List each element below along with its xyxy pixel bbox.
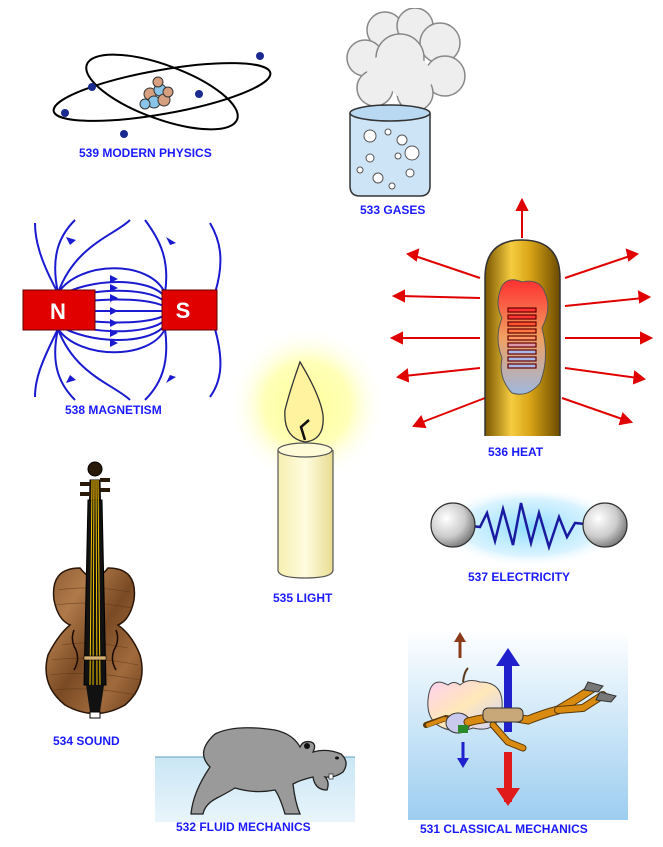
electrode-left xyxy=(430,502,476,548)
f-hole-icon xyxy=(111,629,119,671)
magnet-south-label: S xyxy=(176,298,191,323)
magnet-north-label: N xyxy=(50,299,66,324)
weight-arrow-icon xyxy=(496,752,520,806)
topic-label-sound[interactable]: 534 SOUND xyxy=(53,734,120,748)
apple-stem xyxy=(462,667,469,683)
violin-fingerboard xyxy=(83,499,107,686)
lift-arrow-icon xyxy=(496,648,520,732)
topic-label-modern-physics[interactable]: 539 MODERN PHYSICS xyxy=(79,146,212,160)
electron xyxy=(256,52,264,60)
candle-wick xyxy=(299,419,310,441)
atom-orbit xyxy=(85,53,239,131)
electron xyxy=(88,83,96,91)
topic-label-electricity[interactable]: 537 ELECTRICITY xyxy=(468,570,571,584)
violin-strings xyxy=(89,479,101,686)
hippo-nostril xyxy=(335,756,339,760)
hippo-body xyxy=(190,727,347,815)
candle-top xyxy=(277,442,333,458)
topic-label-classical-mechanics[interactable]: 531 CLASSICAL MECHANICS xyxy=(420,822,588,836)
field-arrow-icon xyxy=(66,237,176,383)
heating-coil xyxy=(507,307,537,369)
down-force-arrow-icon xyxy=(457,742,469,768)
up-force-arrow-icon xyxy=(454,632,466,658)
magnet-north-pole xyxy=(22,289,96,331)
heat-ray-arrows xyxy=(390,198,654,429)
hippo-eye xyxy=(304,743,310,749)
hippo-tooth xyxy=(328,773,334,780)
topic-label-gases[interactable]: 533 GASES xyxy=(360,203,426,217)
electron xyxy=(195,90,203,98)
violin-illustration[interactable] xyxy=(40,460,150,722)
topic-label-light[interactable]: 535 LIGHT xyxy=(273,591,333,605)
flame-icon xyxy=(284,360,324,443)
hippo-illustration[interactable] xyxy=(155,722,355,822)
electron xyxy=(61,109,69,117)
lightning-bolt xyxy=(462,502,596,552)
tuning-pegs xyxy=(80,478,110,496)
gas-beaker-illustration[interactable] xyxy=(340,8,475,198)
skydiver-illustration[interactable] xyxy=(408,630,628,820)
candle-illustration[interactable] xyxy=(225,330,390,585)
topic-label-magnetism[interactable]: 538 MAGNETISM xyxy=(65,403,162,417)
violin-bridge xyxy=(83,655,107,661)
violin-scroll xyxy=(87,461,103,477)
electrode-right xyxy=(582,502,628,548)
violin-endpin xyxy=(89,711,101,719)
atom-nucleus xyxy=(139,76,174,110)
magnet-illustration[interactable]: N S xyxy=(20,215,225,403)
topic-label-fluid-mechanics[interactable]: 532 FLUID MECHANICS xyxy=(176,820,311,834)
atom-illustration[interactable] xyxy=(50,42,275,147)
spark-glow xyxy=(435,487,625,567)
violin-tailpiece xyxy=(86,685,104,712)
candle-body xyxy=(277,450,334,579)
topic-label-heat[interactable]: 536 HEAT xyxy=(488,445,544,459)
magnet-south-pole xyxy=(161,289,218,331)
skydiver xyxy=(423,681,617,752)
electron xyxy=(120,130,128,138)
electricity-illustration[interactable] xyxy=(425,483,635,571)
f-hole-icon xyxy=(71,629,79,671)
beaker-rim xyxy=(349,104,431,122)
heat-illustration[interactable] xyxy=(390,198,655,436)
atom-orbit xyxy=(52,62,272,122)
magnetic-field-lines xyxy=(34,219,222,401)
gas-bubbles xyxy=(356,128,420,190)
